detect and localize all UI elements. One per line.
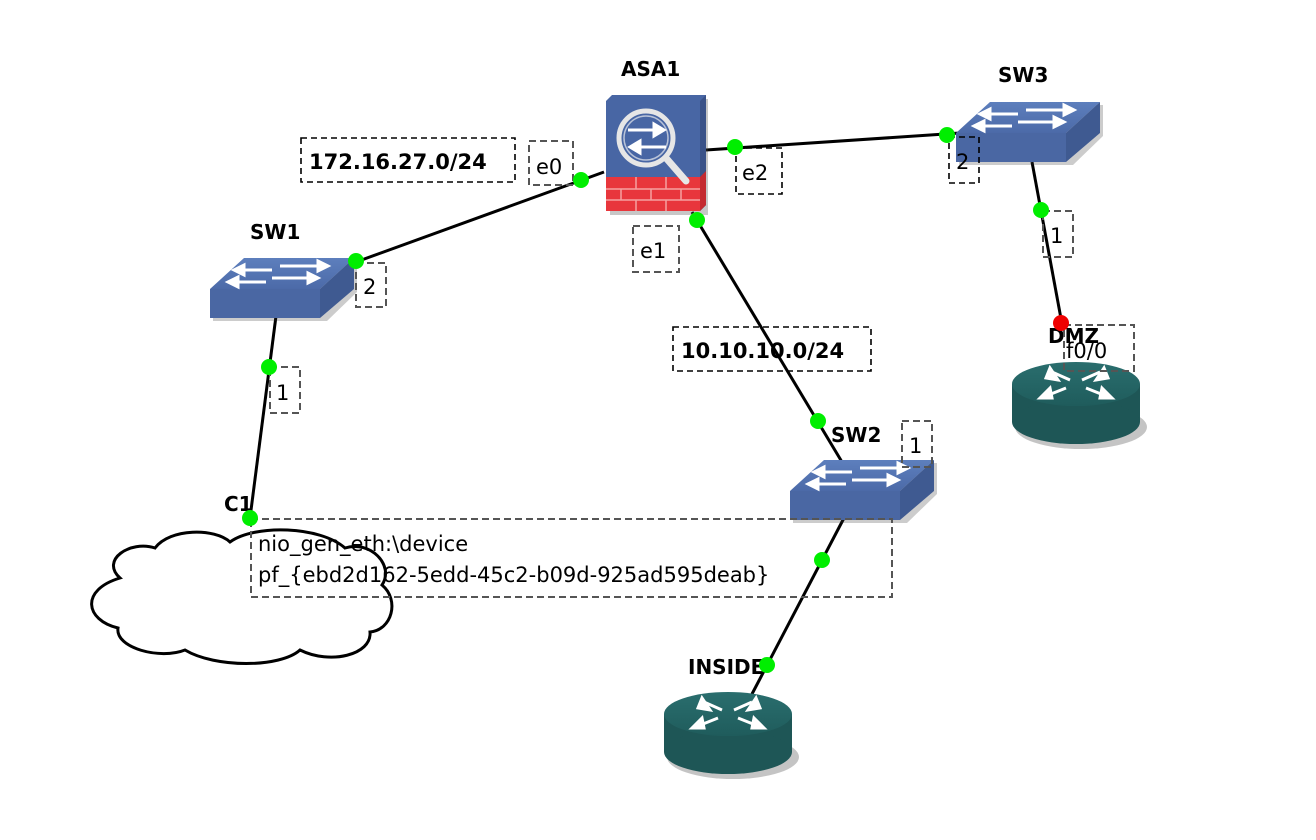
firewall-asa1[interactable] bbox=[606, 95, 708, 215]
port-label-sw1-1: 1 bbox=[269, 366, 301, 414]
link-asa1-sw1[interactable] bbox=[355, 170, 605, 264]
port-label-e1: e1 bbox=[632, 225, 680, 273]
node-label-sw1: SW1 bbox=[250, 220, 300, 244]
svg-text:1: 1 bbox=[909, 434, 922, 458]
node-label-sw2: SW2 bbox=[831, 423, 881, 447]
note-inside-network-text: 10.10.10.0/24 bbox=[681, 339, 844, 363]
status-dot-up bbox=[348, 253, 364, 269]
status-dot-up bbox=[727, 139, 743, 155]
port-label-sw3-1: 1 bbox=[1042, 210, 1074, 258]
status-dot-up bbox=[689, 212, 705, 228]
router-icon bbox=[1012, 362, 1147, 449]
status-dot-up bbox=[814, 552, 830, 568]
note-c1-line1: nio_gen_eth:\device bbox=[258, 532, 468, 557]
svg-text:e0: e0 bbox=[536, 155, 562, 179]
switch-icon bbox=[210, 258, 357, 321]
status-dot-up bbox=[242, 510, 258, 526]
status-dot-up bbox=[939, 127, 955, 143]
svg-text:f0/0: f0/0 bbox=[1066, 339, 1107, 363]
note-inside-network[interactable]: 10.10.10.0/24 bbox=[672, 326, 872, 372]
switch-sw3[interactable] bbox=[956, 102, 1103, 165]
switch-icon bbox=[790, 460, 937, 523]
svg-text:2: 2 bbox=[363, 275, 376, 299]
svg-text:e1: e1 bbox=[640, 239, 666, 263]
cloud-icon bbox=[90, 528, 394, 665]
status-dot-up bbox=[1033, 202, 1049, 218]
svg-text:e2: e2 bbox=[742, 161, 768, 185]
svg-text:1: 1 bbox=[1050, 224, 1063, 248]
node-label-inside: INSIDE bbox=[688, 655, 764, 679]
note-c1-line2: pf_{ebd2d162-5edd-45c2-b09d-925ad595deab… bbox=[258, 563, 769, 588]
link-status-dots bbox=[242, 127, 1069, 673]
node-label-asa1: ASA1 bbox=[621, 57, 680, 81]
status-dot-up bbox=[759, 657, 775, 673]
svg-text:2: 2 bbox=[956, 150, 969, 174]
status-dot-up bbox=[810, 413, 826, 429]
port-label-dmz-f0-0: f0/0 bbox=[1063, 324, 1135, 372]
link-sw3-dmz[interactable] bbox=[1030, 161, 1064, 325]
cloud-c1[interactable] bbox=[90, 528, 394, 665]
port-label-sw1-2: 2 bbox=[355, 262, 387, 308]
switch-sw1[interactable] bbox=[210, 258, 357, 321]
note-c1-interface[interactable]: nio_gen_eth:\device pf_{ebd2d162-5edd-45… bbox=[250, 518, 893, 598]
link-sw1-c1[interactable] bbox=[248, 315, 278, 519]
status-dot-up bbox=[573, 172, 589, 188]
firewall-icon bbox=[606, 95, 708, 215]
status-dot-up bbox=[261, 359, 277, 375]
link-asa1-sw3[interactable] bbox=[705, 131, 961, 152]
switch-icon bbox=[956, 102, 1103, 165]
port-label-e0: e0 bbox=[528, 140, 574, 186]
switch-sw2[interactable] bbox=[790, 460, 937, 523]
port-label-sw3-2: 2 bbox=[948, 136, 980, 184]
svg-text:1: 1 bbox=[276, 381, 289, 405]
node-label-sw3: SW3 bbox=[998, 63, 1048, 87]
router-dmz[interactable] bbox=[1012, 362, 1147, 449]
router-icon bbox=[664, 692, 799, 779]
router-inside[interactable] bbox=[664, 692, 799, 779]
port-label-e2: e2 bbox=[735, 147, 783, 195]
status-dot-down bbox=[1053, 315, 1069, 331]
note-outside-network[interactable]: 172.16.27.0/24 bbox=[300, 137, 516, 183]
port-label-sw2-1: 1 bbox=[901, 420, 933, 468]
note-outside-network-text: 172.16.27.0/24 bbox=[309, 150, 487, 174]
